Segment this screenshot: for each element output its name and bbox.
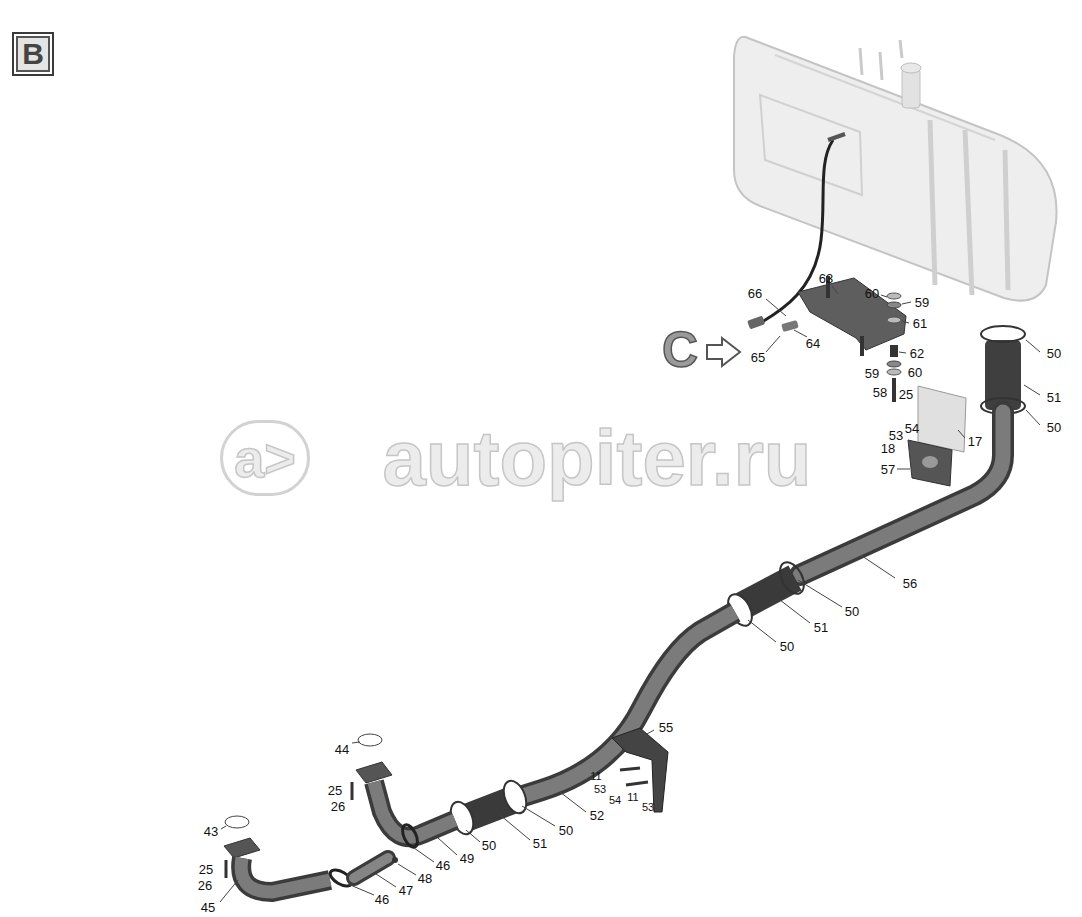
- callout-number: 58: [873, 386, 887, 399]
- callout-number: 17: [968, 435, 982, 448]
- watermark: autopiter.ru: [382, 413, 811, 504]
- callout-number: 11: [627, 792, 638, 803]
- callout-number: 25: [899, 388, 913, 401]
- callout-number: 51: [1047, 391, 1061, 404]
- callout-number: 60: [908, 366, 922, 379]
- callout-number: 48: [418, 872, 432, 885]
- view-letter: C: [662, 321, 698, 379]
- callout-number: 46: [436, 859, 450, 872]
- callout-number: 59: [865, 367, 879, 380]
- node-text: B: [22, 37, 44, 71]
- callout-number: 52: [590, 809, 604, 822]
- callout-number: 50: [845, 605, 859, 618]
- callout-number: 50: [780, 640, 794, 653]
- callout-number: 50: [1047, 347, 1061, 360]
- callout-number: 53: [642, 802, 654, 813]
- callout-number: 45: [201, 901, 215, 914]
- callout-number: 18: [881, 442, 895, 455]
- callout-number: 53: [594, 784, 606, 795]
- callout-number: 50: [1047, 421, 1061, 434]
- callout-number: 54: [905, 422, 919, 435]
- watermark-logo: a>: [220, 420, 310, 496]
- callout-number: 46: [375, 893, 389, 906]
- view-badge: B: [12, 32, 54, 76]
- callout-number: 47: [399, 884, 413, 897]
- callout-number: 54: [609, 795, 621, 806]
- callout-number: 60: [865, 287, 879, 300]
- callout-number: 11: [590, 771, 601, 782]
- callout-number: 56: [903, 577, 917, 590]
- callout-number: 62: [910, 347, 924, 360]
- callout-number: 66: [748, 287, 762, 300]
- callout-number: 43: [204, 825, 218, 838]
- callout-number: 26: [331, 800, 345, 813]
- callout-number: 57: [881, 463, 895, 476]
- callout-number: 44: [335, 743, 349, 756]
- callout-number: 63: [819, 272, 833, 285]
- callout-number: 26: [198, 879, 212, 892]
- callout-number: 25: [199, 863, 213, 876]
- callout-number: 61: [913, 317, 927, 330]
- callout-number: 51: [814, 621, 828, 634]
- callout-number: 51: [533, 837, 547, 850]
- callout-number: 55: [659, 721, 673, 734]
- callout-number: 49: [460, 852, 474, 865]
- callout-number: 64: [806, 337, 820, 350]
- callout-number: 53: [889, 429, 903, 442]
- callout-number: 50: [559, 824, 573, 837]
- callout-number: 50: [482, 839, 496, 852]
- callout-number: 65: [751, 351, 765, 364]
- callout-number: 59: [915, 296, 929, 309]
- callout-number: 25: [328, 784, 342, 797]
- node-text: a>: [234, 427, 296, 489]
